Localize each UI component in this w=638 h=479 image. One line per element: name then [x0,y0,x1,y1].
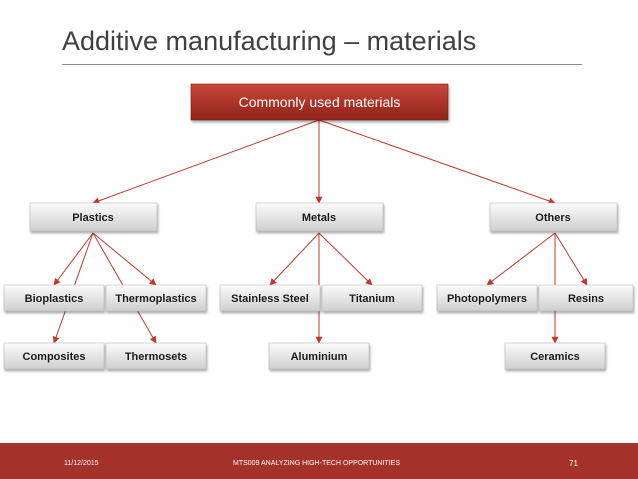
category-node-others: Others [489,202,618,232]
leaf-label-composites: Composites [23,351,86,363]
leaf-node-aluminium: Aluminium [268,342,370,370]
connector-root-others [318,119,556,205]
connector-plastics-thermoplastics [92,232,157,286]
category-label-plastics: Plastics [72,212,114,224]
footer-date: 11/12/2015 [64,460,99,467]
leaf-node-bioplastics: Bioplastics [3,284,105,312]
category-node-plastics: Plastics [29,202,158,232]
root-node-label: Commonly used materials [239,94,401,110]
leaf-label-aluminium: Aluminium [291,351,348,363]
leaf-node-titanium: Titanium [321,284,423,312]
leaf-label-stainless-steel: Stainless Steel [231,293,309,305]
leaf-node-resins: Resins [538,284,634,312]
title-divider [62,64,582,65]
connectors [52,119,588,344]
leaf-label-titanium: Titanium [349,293,395,305]
category-node-metals: Metals [255,202,384,232]
leaf-label-photopolymers: Photopolymers [447,293,527,305]
leaf-label-bioplastics: Bioplastics [25,293,84,305]
connector-plastics-bioplastics [53,232,94,286]
category-label-others: Others [535,212,570,224]
root-node: Commonly used materials [190,83,449,121]
leaf-node-thermoplastics: Thermoplastics [105,284,207,312]
slide-title: Additive manufacturing – materials [62,26,477,56]
category-label-metals: Metals [302,212,336,224]
leaf-label-thermosets: Thermosets [125,351,187,363]
connector-others-resins [554,232,588,286]
leaf-label-thermoplastics: Thermoplastics [115,293,196,305]
leaf-label-ceramics: Ceramics [530,351,580,363]
footer-course-title: MTS009 ANALYZING HIGH-TECH OPPORTUNITIES [233,460,400,467]
leaf-label-resins: Resins [568,293,604,305]
leaf-node-stainless-steel: Stainless Steel [219,284,321,312]
leaf-node-thermosets: Thermosets [105,342,207,370]
footer-bar: 11/12/2015 MTS009 ANALYZING HIGH-TECH OP… [0,443,638,479]
footer-page-number: 71 [569,459,578,468]
connector-root-plastics [92,119,320,205]
leaf-node-composites: Composites [3,342,105,370]
connector-metals-titanium [318,232,373,286]
leaf-node-ceramics: Ceramics [504,342,606,370]
connector-others-photopolymers [486,232,556,286]
leaf-node-photopolymers: Photopolymers [436,284,538,312]
connector-metals-stainless-steel [269,232,320,286]
